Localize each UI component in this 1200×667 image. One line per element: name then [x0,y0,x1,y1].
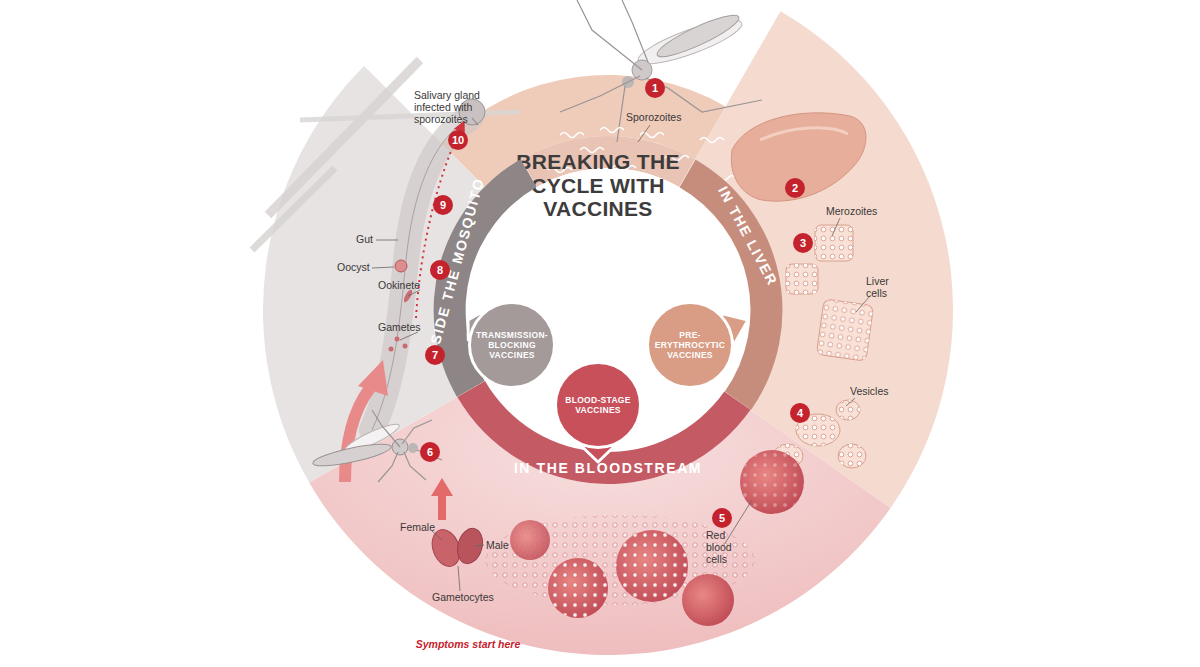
gamete [403,344,408,349]
vaccine-bubble: PRE-ERYTHROCYTIC VACCINES [646,301,734,389]
part-label: Gut [356,234,373,246]
vaccine-bubble: BLOOD-STAGE VACCINES [554,361,642,449]
callout-number: 3 [793,233,813,253]
callout-number: 1 [645,78,665,98]
liver-cell [786,264,818,294]
bubble-circle [470,303,555,388]
red-blood-cell [510,520,550,560]
merozoites [816,299,873,361]
stage-band: IN THE LIVER [628,223,868,249]
liver-highlight [760,128,848,140]
callout-number: 10 [448,130,468,150]
bubble-label: BLOOD-STAGE VACCINES [561,395,635,415]
note-text: Symptoms start here [416,638,520,650]
mosquito-legs [560,0,762,142]
red-blood-cell [548,558,608,618]
band-label: IN THE BLOODSTREAM [488,455,728,481]
callout-number: 6 [420,442,440,462]
callout-number: 7 [425,345,445,365]
red-blood-cell [616,530,688,602]
bubble-circle [556,363,641,448]
mosquito-leg [252,168,335,250]
oocyst [395,260,407,272]
part-label: Gametes [378,322,421,334]
gamete [395,337,400,342]
part-label: Merozoites [826,206,877,218]
male-gametocyte [454,526,486,567]
mosquito-proboscis [300,112,520,120]
part-label: Gametocytes [432,592,494,604]
mosquito-legs [372,410,442,482]
part-label: Liver cells [866,276,906,300]
bubble-label: PRE-ERYTHROCYTIC VACCINES [653,330,727,361]
merozoites [838,444,866,468]
vesicle [838,444,866,468]
callout-number: 2 [785,178,805,198]
callout-number: 8 [430,260,450,280]
part-label: Salivary gland infected with sporozoites [414,90,506,125]
part-label: Red blood cells [706,530,742,565]
leader-lines [372,118,870,591]
part-label: Sporozoites [626,112,681,124]
part-label: Vesicles [850,386,889,398]
mosquito-head [408,443,418,453]
merozoites [836,400,860,420]
bubble-circle [648,303,733,388]
part-label: Female [400,522,435,534]
callout-number: 9 [433,195,453,215]
uptake-arrow [438,494,446,520]
vesicle [836,400,860,420]
liver-cell [815,225,853,261]
gamete [389,347,394,352]
merozoites [786,264,818,294]
mosquito-leg [268,60,420,215]
mosquito-body [653,9,742,63]
part-label: Oocyst [337,262,370,274]
mosquito-body [311,440,392,470]
stage-band: IN THE BLOODSTREAM [488,455,728,481]
merozoites [616,530,688,602]
part-label: Ookinete [378,280,420,292]
transfer-arrow-head [358,360,388,396]
merozoites [815,225,853,261]
bubble-label: TRANSMISSION-BLOCKING VACCINES [475,330,549,361]
part-label: Male [486,540,509,552]
vaccine-bubble: TRANSMISSION-BLOCKING VACCINES [468,301,556,389]
merozoites [548,558,608,618]
stage-band: INSIDE THE MOSQUITO [335,256,575,282]
red-blood-cell [682,574,734,626]
callout-number: 5 [712,508,732,528]
liver-organ [731,113,866,201]
uptake-arrow-head [431,478,453,496]
callout-number: 4 [790,403,810,423]
liver-cell [816,299,873,361]
